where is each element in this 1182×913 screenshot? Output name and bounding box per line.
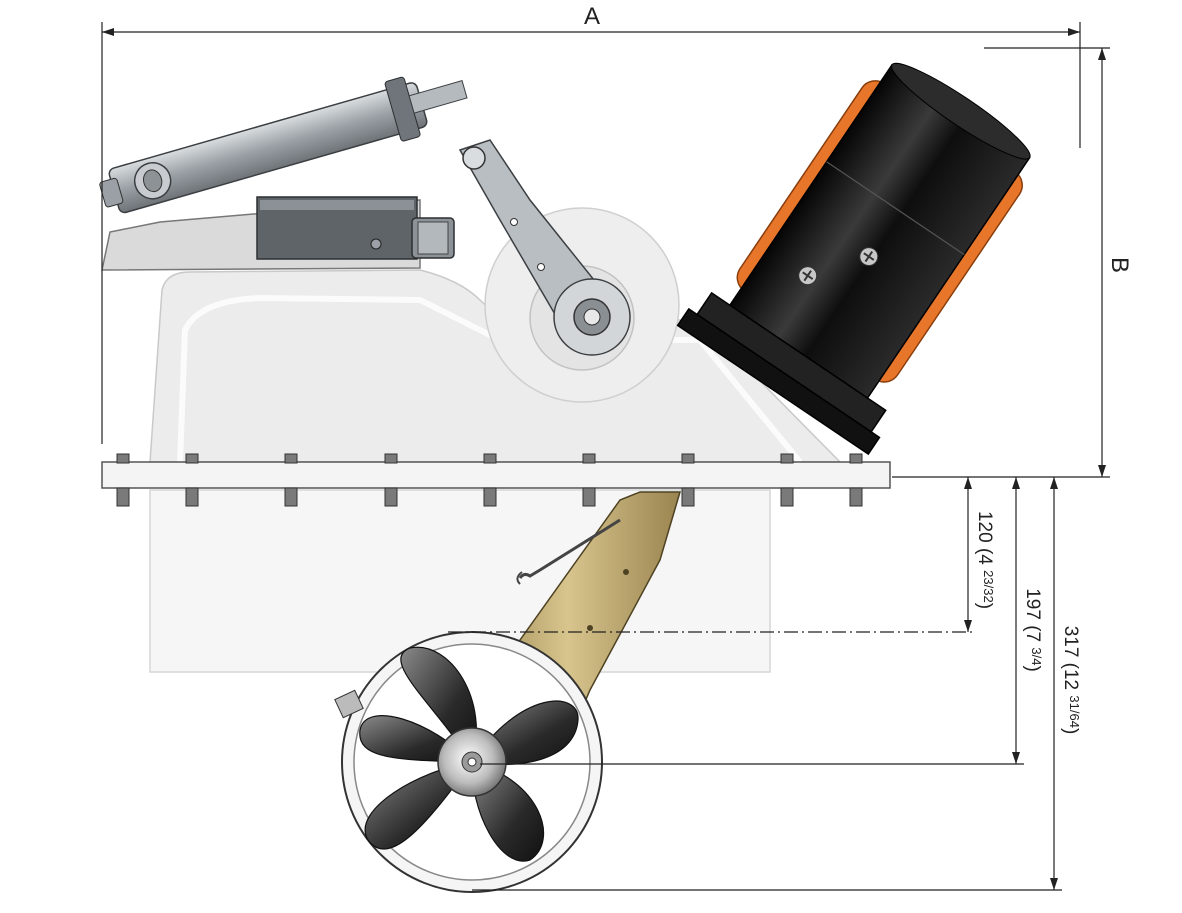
dimension-lines	[101, 22, 1110, 891]
flange-bolts	[116, 453, 863, 507]
dim-197-frac: 3/4	[1029, 647, 1044, 665]
spring	[518, 518, 621, 579]
dim-317-main: 317 (12	[1060, 626, 1081, 696]
dimension-label-197: 197 (7 3/4)	[1022, 588, 1044, 672]
dimension-label-317: 317 (12 31/64)	[1060, 626, 1082, 735]
dim-197-main: 197 (7	[1022, 588, 1043, 647]
dimension-label-a: A	[584, 3, 600, 30]
propeller-assembly	[334, 631, 603, 893]
dim-317-close: )	[1060, 728, 1081, 734]
control-box	[256, 196, 455, 260]
linear-actuator	[99, 76, 468, 214]
flange-plate	[101, 461, 891, 489]
dimension-label-b: B	[1106, 257, 1133, 273]
dim-120-frac: 23/32	[981, 570, 996, 603]
dim-120-close: )	[974, 603, 995, 609]
electric-motor	[676, 62, 1031, 456]
dim-120-main: 120 (4	[974, 511, 995, 570]
dimension-arrows	[102, 28, 1106, 890]
dimension-label-120: 120 (4 23/32)	[974, 511, 996, 609]
dim-197-close: )	[1022, 665, 1043, 671]
dim-317-frac: 31/64	[1067, 695, 1082, 728]
